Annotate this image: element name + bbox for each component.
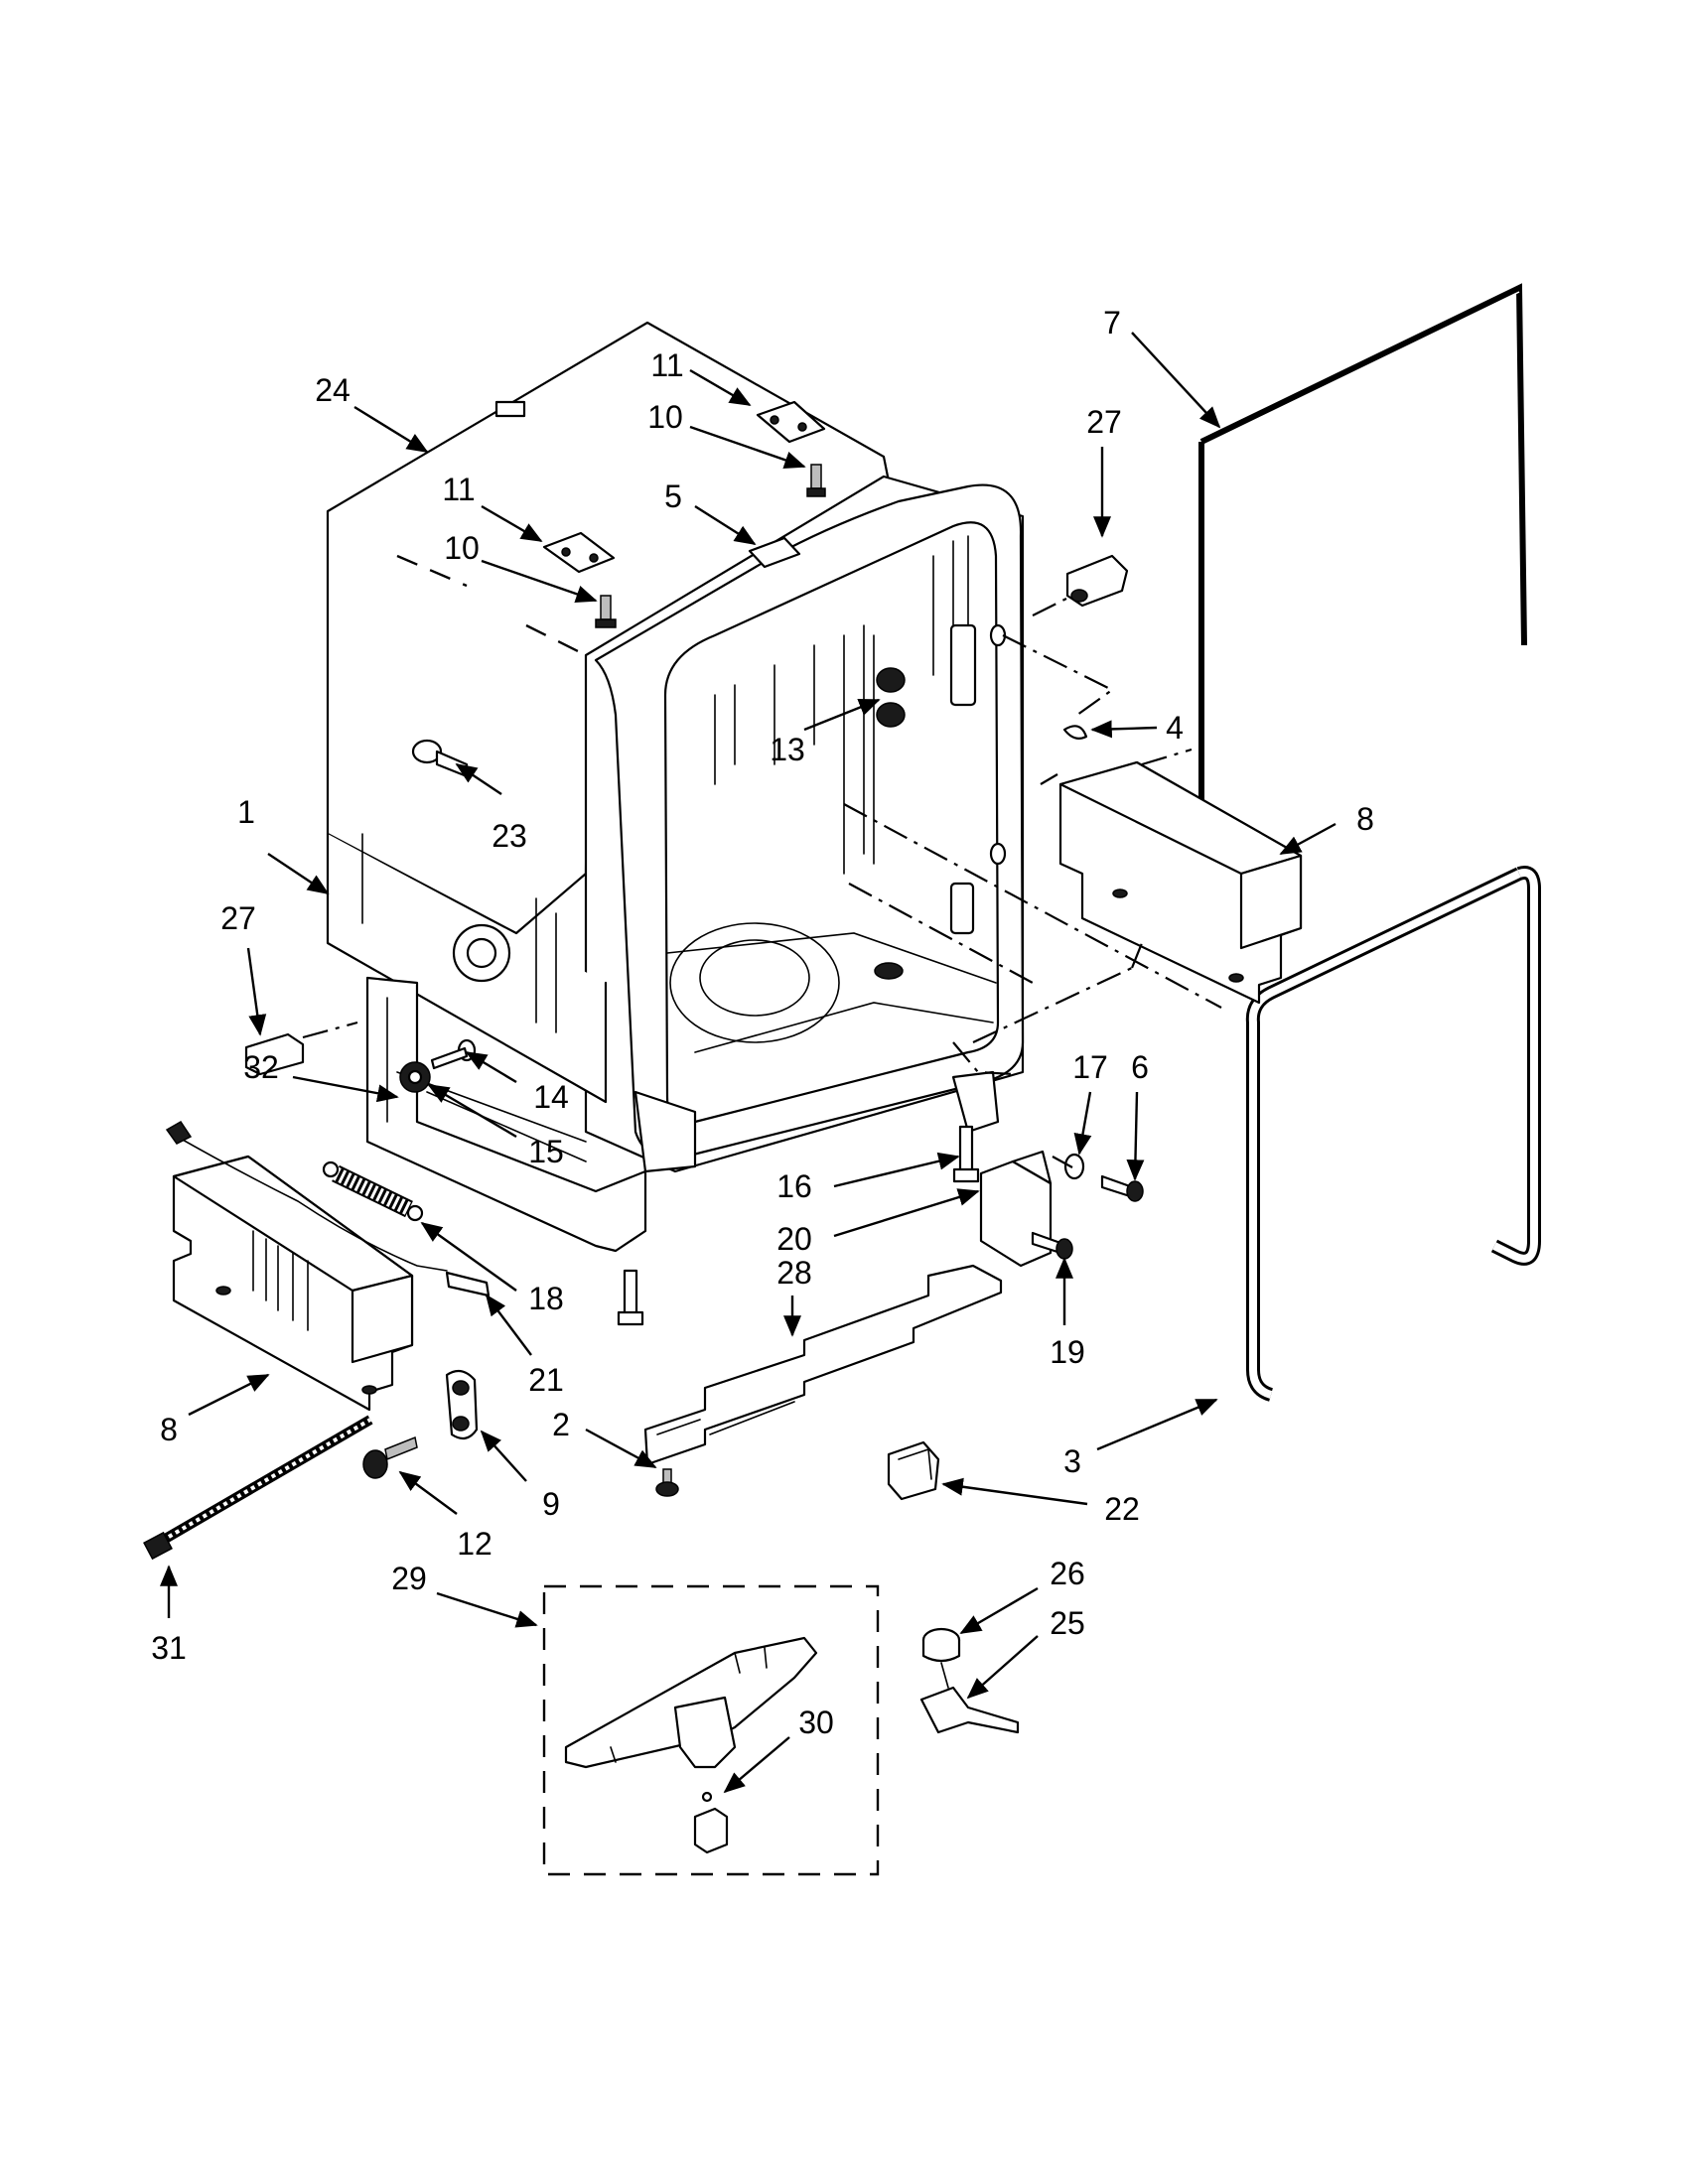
callout-23: 23 (492, 818, 527, 854)
callout-11-lower: 11 (442, 472, 475, 507)
hinge-bracket-lower (542, 531, 616, 574)
callout-28: 28 (776, 1255, 812, 1291)
callout-7: 7 (1103, 305, 1121, 341)
callout-1: 1 (237, 794, 255, 830)
clip-27-lower (244, 1032, 305, 1076)
callout-6: 6 (1131, 1049, 1149, 1085)
clip-22 (887, 1440, 940, 1501)
leader-lines (160, 332, 1336, 1794)
callout-4: 4 (1166, 710, 1184, 746)
wire-harness-32 (165, 1121, 448, 1272)
tub-assembly (326, 321, 1025, 1326)
insulation-8-upper (1058, 760, 1303, 1005)
bracket-20 (979, 1150, 1053, 1268)
pulley-15 (399, 1061, 431, 1093)
foot-2 (655, 1468, 679, 1497)
callout-30: 30 (798, 1705, 834, 1740)
callout-16: 16 (776, 1168, 812, 1204)
callout-29: 29 (391, 1561, 427, 1596)
callout-11-upper: 11 (650, 347, 683, 383)
hinge-bracket-upper (756, 400, 826, 444)
callout-31: 31 (151, 1630, 187, 1666)
cable-tie-31 (143, 1415, 373, 1561)
callout-19: 19 (1050, 1334, 1085, 1370)
callout-13: 13 (770, 732, 805, 767)
screw-6 (1100, 1174, 1144, 1202)
washer-17 (1063, 1153, 1085, 1180)
callout-9: 9 (542, 1486, 560, 1522)
callout-14: 14 (533, 1079, 569, 1115)
float-switch-30 (693, 1791, 729, 1854)
bolt-12 (362, 1435, 418, 1479)
callout-2: 2 (552, 1407, 570, 1442)
spring-18 (322, 1160, 424, 1222)
thermostat-26 (921, 1627, 961, 1663)
callout-26: 26 (1050, 1556, 1085, 1591)
door-gasket-7 (1198, 283, 1527, 834)
terminal-21 (445, 1271, 491, 1297)
grommet-9 (445, 1369, 479, 1440)
float-box-29 (542, 1584, 880, 1876)
insulation-8-lower (172, 1155, 414, 1412)
callout-18: 18 (528, 1281, 564, 1316)
callout-22: 22 (1104, 1491, 1140, 1527)
callout-32: 32 (243, 1049, 279, 1085)
vent-13 (876, 667, 906, 728)
cap-4 (1062, 725, 1088, 740)
screw-19 (1031, 1231, 1073, 1260)
callout-labels: 24 11 10 11 10 5 7 27 4 13 23 1 8 27 17 … (151, 305, 1374, 1740)
clip-27-upper (1065, 554, 1129, 608)
callout-27-upper: 27 (1086, 404, 1122, 440)
float-assembly-29 (564, 1636, 818, 1769)
cover-plate-28 (643, 1264, 1003, 1466)
callout-8-upper: 8 (1356, 801, 1374, 837)
callout-24: 24 (315, 372, 351, 408)
callout-15: 15 (528, 1134, 564, 1169)
callout-3: 3 (1063, 1443, 1081, 1479)
callout-5: 5 (664, 478, 682, 514)
callout-10-upper: 10 (647, 399, 683, 435)
guide-lines (302, 554, 1222, 1168)
callout-21: 21 (528, 1362, 564, 1398)
callout-27-lower: 27 (220, 900, 256, 936)
bracket-25 (919, 1662, 1020, 1734)
clip-5 (748, 536, 801, 569)
callout-17: 17 (1072, 1049, 1108, 1085)
screw-10-lower (595, 595, 617, 628)
callout-25: 25 (1050, 1605, 1085, 1641)
screw-10-upper (806, 464, 826, 497)
callout-12: 12 (457, 1526, 492, 1562)
callout-20: 20 (776, 1221, 812, 1257)
tub-gasket-3 (1245, 866, 1541, 1402)
callout-8-lower: 8 (160, 1412, 178, 1447)
callout-10-lower: 10 (444, 530, 480, 566)
